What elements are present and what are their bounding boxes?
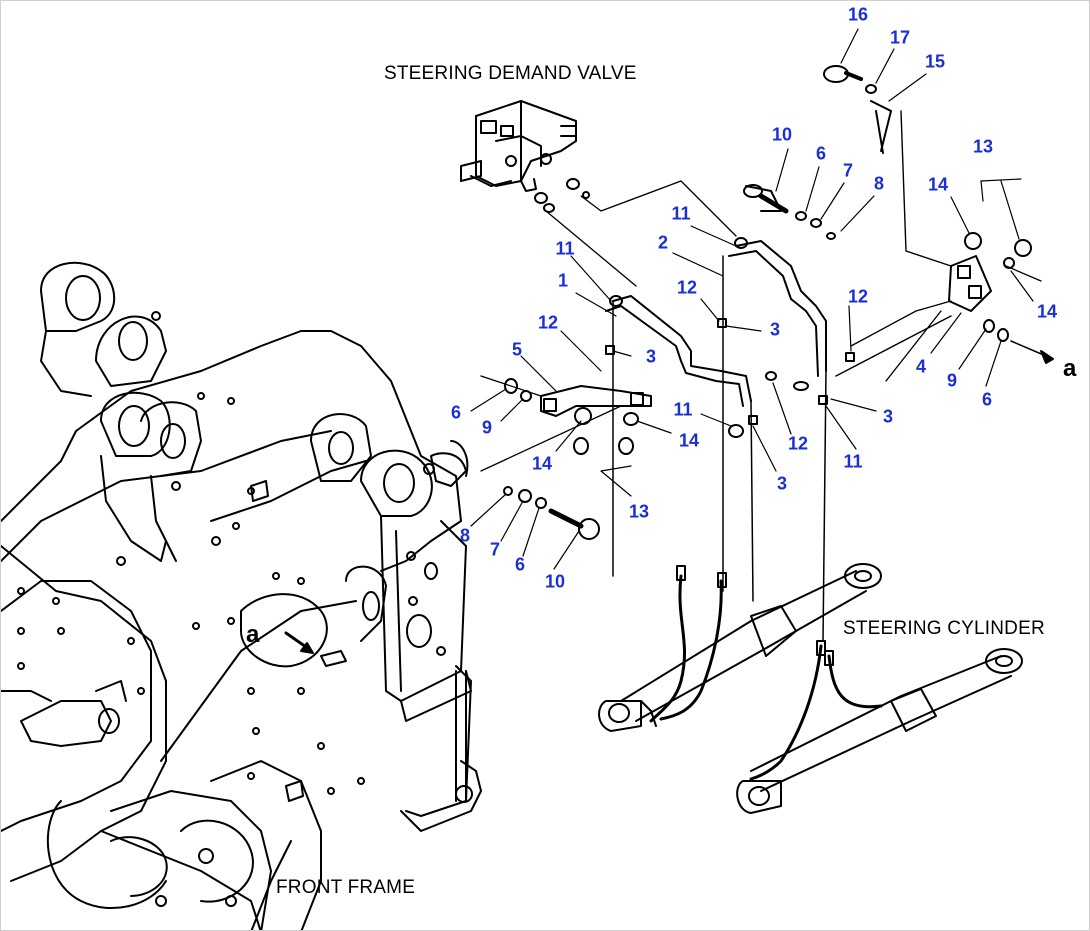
- marker-a-right: a: [1063, 355, 1077, 382]
- callout-6-left: 6: [450, 402, 462, 423]
- marker-a-left: a: [246, 621, 260, 648]
- callout-1: 1: [557, 270, 569, 291]
- mounting-brackets: [423, 65, 1054, 540]
- steering-demand-valve-label: STEERING DEMAND VALVE: [384, 63, 637, 84]
- callout-3-a: 3: [769, 319, 781, 340]
- hydraulic-lines: [545, 180, 883, 781]
- callout-2: 2: [657, 232, 669, 253]
- callout-9-right: 9: [946, 370, 958, 391]
- callout-11-b: 11: [555, 238, 575, 259]
- callout-14-left: 14: [531, 453, 553, 474]
- callout-5: 5: [511, 339, 523, 360]
- callout-8-top: 8: [873, 173, 885, 194]
- callout-9-left: 9: [481, 417, 493, 438]
- steering-cylinders: [598, 563, 1023, 814]
- callout-15: 15: [924, 51, 946, 72]
- callout-16: 16: [847, 4, 869, 25]
- callout-7-top: 7: [842, 160, 854, 181]
- callout-8-bottom: 8: [459, 525, 471, 546]
- callout-3-b: 3: [645, 346, 657, 367]
- callout-12-d: 12: [787, 433, 809, 454]
- callout-14-top: 14: [927, 174, 949, 195]
- steering-cylinder-label: STEERING CYLINDER: [843, 618, 1045, 639]
- callout-14-right: 14: [1036, 301, 1058, 322]
- callout-6-right: 6: [981, 389, 993, 410]
- callout-12-right: 12: [847, 286, 869, 307]
- callout-7-bottom: 7: [489, 539, 501, 560]
- callout-6-top: 6: [815, 143, 827, 164]
- callout-11-c: 11: [673, 399, 693, 420]
- callout-13-top: 13: [972, 136, 994, 157]
- callout-4: 4: [915, 356, 927, 377]
- callout-6-bottom: 6: [514, 554, 526, 575]
- callout-12-b: 12: [537, 312, 559, 333]
- callout-3-bottom: 3: [776, 473, 788, 494]
- callout-13-bottom: 13: [628, 501, 650, 522]
- callout-11-d: 11: [843, 451, 863, 472]
- callout-10-top: 10: [771, 124, 793, 145]
- callout-14-mid: 14: [678, 430, 700, 451]
- callout-12-a: 12: [676, 277, 698, 298]
- callout-10-bottom: 10: [544, 571, 566, 592]
- callout-leaders: [470, 28, 1034, 570]
- front-frame-label: FRONT FRAME: [276, 877, 416, 898]
- callout-17: 17: [889, 27, 911, 48]
- callout-11-a: 11: [671, 203, 691, 224]
- steering-demand-valve: [460, 100, 590, 213]
- callout-3-d: 3: [882, 406, 894, 427]
- front-frame: [1, 261, 482, 930]
